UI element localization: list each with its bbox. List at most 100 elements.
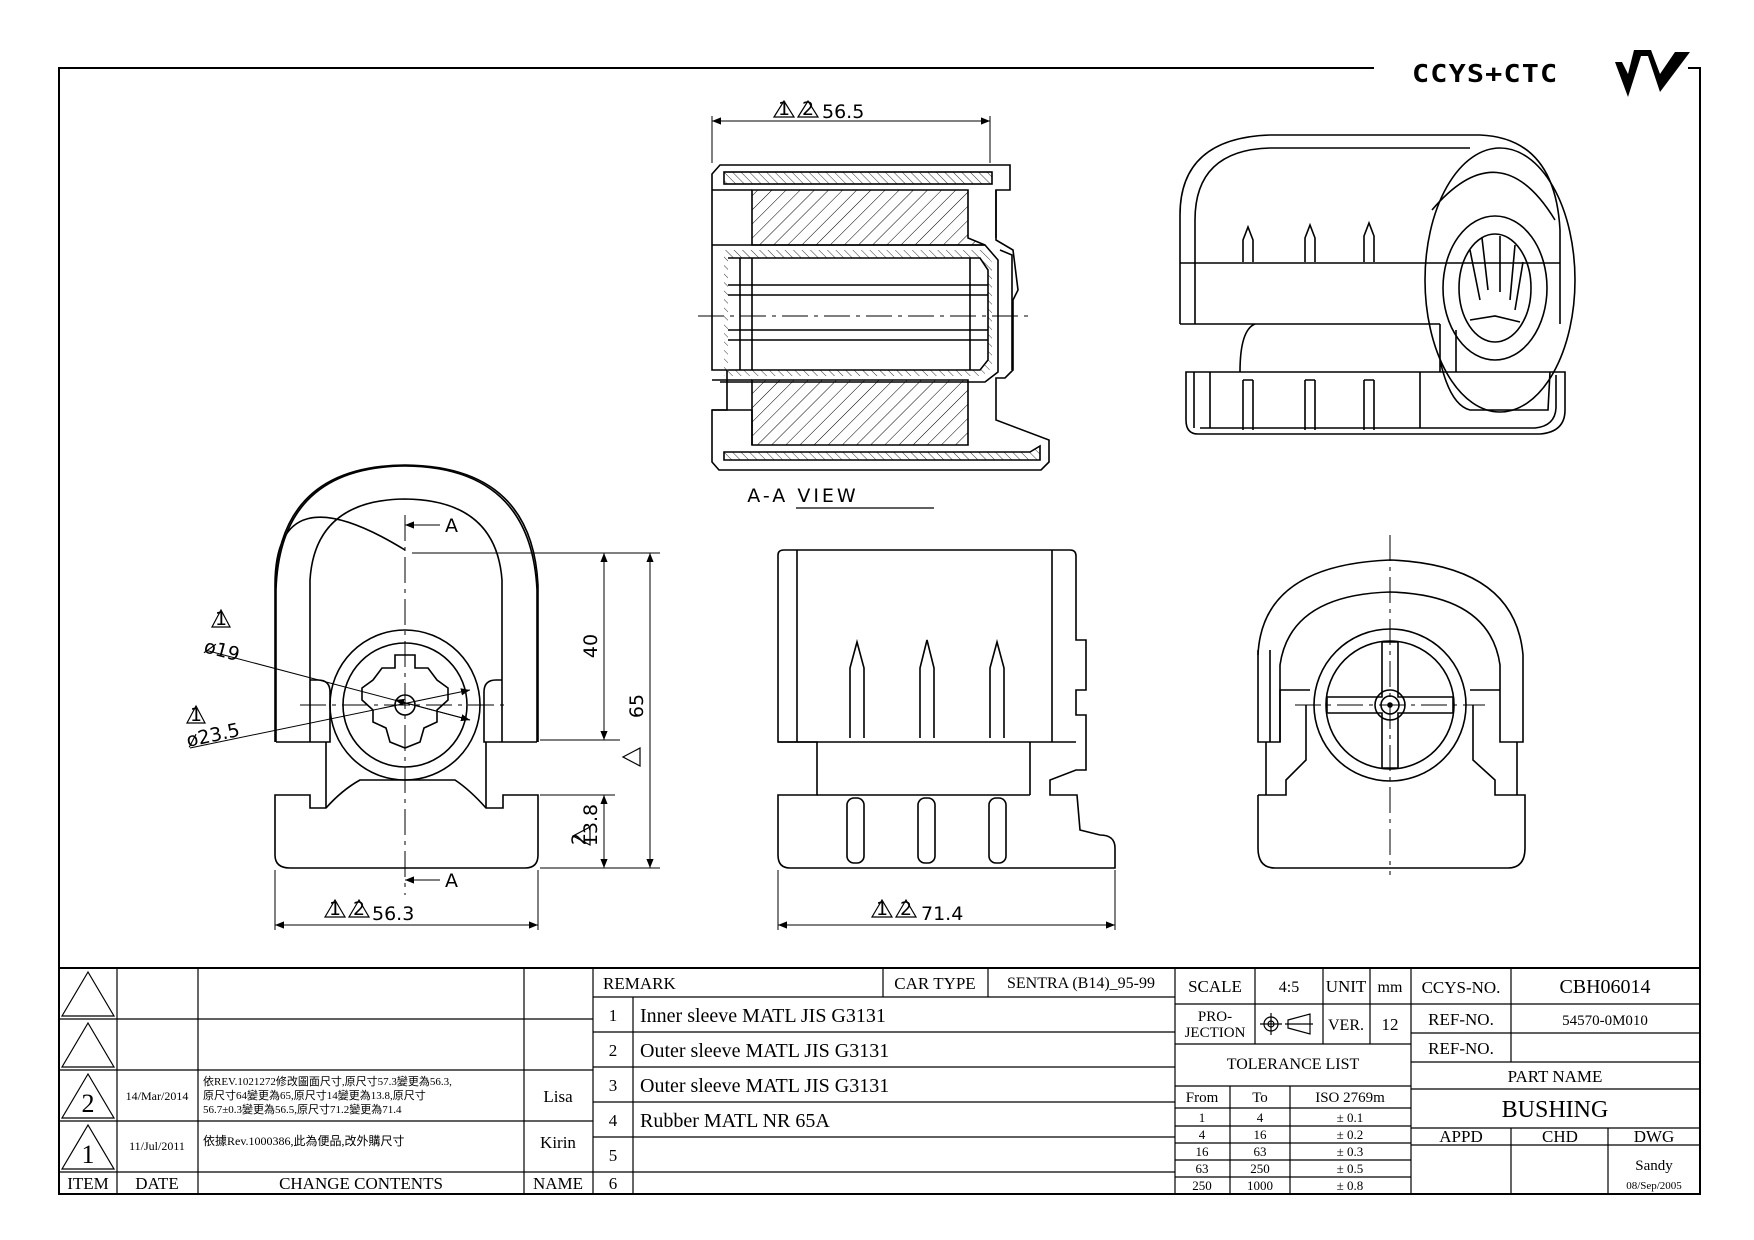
svg-text:1: 1: [1199, 1110, 1206, 1125]
side-view-dimension: 1 2 71.4: [777, 870, 1116, 930]
svg-text:63: 63: [1196, 1161, 1209, 1176]
end-view: [1257, 559, 1526, 869]
scale-value: 4:5: [1279, 979, 1299, 996]
revision-name: Lisa: [543, 1087, 573, 1106]
car-type-label: CAR TYPE: [894, 974, 975, 993]
revision-date: 14/Mar/2014: [126, 1089, 189, 1103]
tolerance-title: TOLERANCE LIST: [1227, 1056, 1360, 1073]
svg-text:1: 1: [215, 608, 227, 630]
ref-no-value: 54570-0M010: [1562, 1013, 1648, 1029]
dimension-dia-19: ø19: [202, 636, 242, 667]
remark-number: 1: [609, 1006, 618, 1025]
svg-text:2: 2: [900, 898, 912, 920]
dimension-71-4: 71.4: [921, 903, 963, 925]
title-block: [58, 967, 1701, 1195]
appd-label: APPD: [1439, 1127, 1482, 1146]
dimension-56-3: 56.3: [372, 903, 414, 925]
projection-label: PRO-: [1198, 1009, 1232, 1025]
section-mark-bottom: A: [445, 870, 458, 892]
ref-no-label-2: REF-NO.: [1428, 1039, 1494, 1058]
revision-contents: 原尺寸64變更為65,原尺寸14變更為13.8,原尺寸: [203, 1088, 426, 1102]
ver-value: 12: [1382, 1015, 1399, 1034]
svg-text:± 0.8: ± 0.8: [1337, 1178, 1364, 1193]
part-name-value: BUSHING: [1502, 1097, 1609, 1123]
projection-symbol-icon: [1260, 1013, 1313, 1035]
svg-text:1: 1: [778, 98, 790, 120]
title-block-text: 2 1 14/Mar/2014 11/Jul/2011 依REV.1021272…: [67, 974, 1682, 1193]
header-change-contents: CHANGE CONTENTS: [279, 1174, 443, 1193]
dimension-56-5: 56.5: [822, 101, 864, 123]
front-view-dimension-text: A A 1 ø19 1 ø23.5 40 65 2 13.8 1 2 56.3: [184, 515, 648, 925]
svg-text:4: 4: [1257, 1110, 1264, 1125]
car-type-value: SENTRA (B14)_95-99: [1007, 975, 1155, 992]
svg-text:16: 16: [1196, 1144, 1210, 1159]
revision-date: 11/Jul/2011: [129, 1139, 185, 1153]
remark-number: 3: [609, 1076, 618, 1095]
svg-text:63: 63: [1254, 1144, 1267, 1159]
revision-contents: 56.7±0.3變更為56.5,原尺寸71.2變更為71.4: [203, 1102, 402, 1116]
front-view-annotations: [186, 515, 660, 930]
part-name-label: PART NAME: [1508, 1067, 1603, 1086]
svg-text:250: 250: [1192, 1178, 1212, 1193]
svg-text:2: 2: [353, 898, 365, 920]
section-view-dimension: 1 2 56.5 A-A VIEW: [711, 98, 991, 509]
ccys-no-value: CBH06014: [1559, 976, 1650, 998]
delta-mark: [772, 99, 820, 118]
scale-label: SCALE: [1188, 977, 1242, 996]
remark-number: 5: [609, 1146, 618, 1165]
tolerance-header: From: [1186, 1090, 1219, 1106]
svg-text:± 0.2: ± 0.2: [1337, 1127, 1364, 1142]
header-name: NAME: [533, 1174, 583, 1193]
tolerance-header: To: [1252, 1090, 1268, 1106]
unit-label: UNIT: [1326, 977, 1367, 996]
remark-text: Rubber MATL NR 65A: [640, 1110, 830, 1132]
dwg-date: 08/Sep/2005: [1626, 1180, 1682, 1192]
company-logo: CCYS+CTC: [1412, 50, 1690, 97]
dimension-65: 65: [626, 694, 648, 718]
remark-number: 2: [609, 1041, 618, 1060]
revision-contents: 依REV.1021272修改圖面尺寸,原尺寸57.3變更為56.3,: [203, 1074, 452, 1088]
revision-mark: 2: [82, 1089, 95, 1118]
dwg-name: Sandy: [1635, 1158, 1673, 1174]
remark-number: 4: [609, 1111, 618, 1130]
header-date: DATE: [135, 1174, 178, 1193]
svg-text:± 0.3: ± 0.3: [1337, 1144, 1364, 1159]
projection-label: JECTION: [1185, 1025, 1246, 1041]
revision-mark: 1: [82, 1140, 95, 1169]
svg-text:250: 250: [1250, 1161, 1270, 1176]
svg-text:1: 1: [876, 898, 888, 920]
svg-text:1: 1: [190, 704, 202, 726]
remark-text: Inner sleeve MATL JIS G3131: [640, 1005, 886, 1027]
chd-label: CHD: [1542, 1127, 1578, 1146]
svg-text:2: 2: [568, 833, 590, 845]
dimension-13-8: 13.8: [580, 804, 602, 846]
dimension-40: 40: [580, 634, 602, 658]
svg-text:1000: 1000: [1247, 1178, 1273, 1193]
remark-text: Outer sleeve MATL JIS G3131: [640, 1075, 889, 1097]
section-view-a-a: [698, 164, 1050, 471]
remark-text: Outer sleeve MATL JIS G3131: [640, 1040, 889, 1062]
unit-value: mm: [1378, 979, 1403, 996]
remark-label: REMARK: [603, 974, 676, 993]
svg-text:4: 4: [1199, 1127, 1206, 1142]
end-view-centerlines: [1295, 535, 1485, 875]
isometric-view: [1179, 134, 1576, 435]
svg-text:± 0.5: ± 0.5: [1337, 1161, 1364, 1176]
ver-label: VER.: [1328, 1017, 1364, 1034]
section-view-label: A-A VIEW: [747, 485, 858, 507]
svg-text:2: 2: [802, 98, 814, 120]
svg-text:CCYS+CTC: CCYS+CTC: [1412, 60, 1558, 89]
svg-text:1: 1: [329, 898, 341, 920]
dwg-label: DWG: [1634, 1127, 1675, 1146]
svg-text:16: 16: [1254, 1127, 1268, 1142]
remark-number: 6: [609, 1174, 618, 1193]
ccys-no-label: CCYS-NO.: [1422, 978, 1501, 997]
tolerance-header: ISO 2769m: [1315, 1090, 1385, 1106]
ref-no-label: REF-NO.: [1428, 1010, 1494, 1029]
revision-name: Kirin: [540, 1133, 576, 1152]
revision-contents: 依據Rev.1000386,此為便品,改外購尺寸: [203, 1133, 405, 1148]
header-item: ITEM: [67, 1174, 109, 1193]
side-view: [777, 549, 1116, 869]
section-mark-top: A: [445, 515, 458, 537]
